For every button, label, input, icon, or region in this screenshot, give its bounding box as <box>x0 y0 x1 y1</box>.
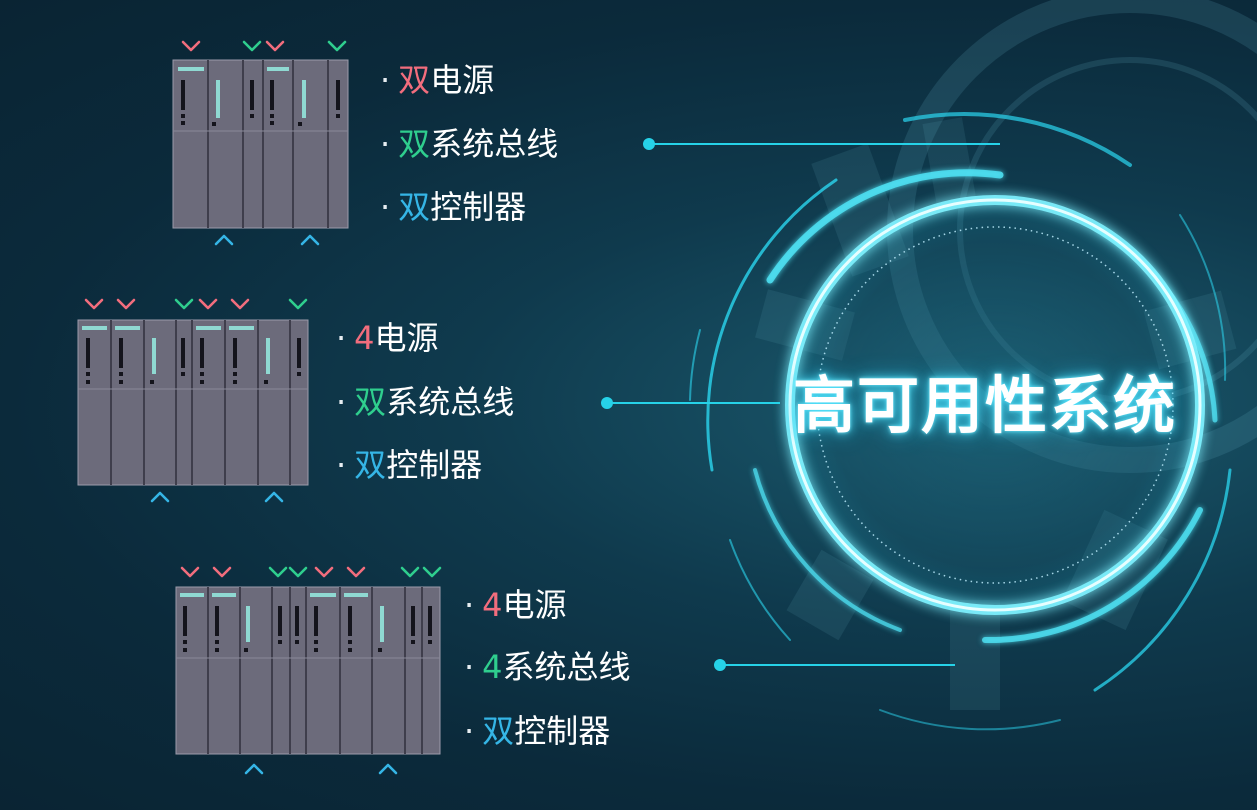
power-marker-icon <box>314 566 334 578</box>
group-3-item-3: ·双控制器 <box>464 711 610 751</box>
ring-fill <box>790 200 1200 610</box>
item-suffix: 控制器 <box>430 188 527 226</box>
controller-marker-icon <box>244 763 264 775</box>
controller-marker-icon <box>214 234 234 246</box>
controller-marker-icon <box>264 491 284 503</box>
group-2-item-1: ·4电源 <box>336 318 439 358</box>
group-3-item-2: ·4系统总线 <box>464 647 631 687</box>
group-1-item-1: ·双电源 <box>380 60 494 100</box>
bullet: · <box>464 648 475 686</box>
bullet: · <box>380 188 391 226</box>
item-prefix: 4 <box>482 586 503 624</box>
item-prefix: 双 <box>482 712 515 750</box>
rack-1 <box>172 40 349 246</box>
group-3-item-1: ·4电源 <box>464 585 567 625</box>
system-title: 高可用性系统 <box>793 369 1178 442</box>
bus-marker-icon <box>174 298 194 310</box>
bullet: · <box>336 446 347 484</box>
item-suffix: 系统总线 <box>430 125 559 163</box>
group-1-item-2: ·双系统总线 <box>380 124 558 164</box>
power-marker-icon <box>198 298 218 310</box>
controller-marker-icon <box>150 491 170 503</box>
bullet: · <box>380 125 391 163</box>
bullet: · <box>336 383 347 421</box>
item-suffix: 电源 <box>430 61 495 99</box>
bus-marker-icon <box>288 566 308 578</box>
bus-marker-icon <box>327 40 347 52</box>
power-marker-icon <box>230 298 250 310</box>
bus-marker-icon <box>288 298 308 310</box>
item-suffix: 控制器 <box>386 446 483 484</box>
bullet: · <box>380 61 391 99</box>
connectors <box>601 138 1000 671</box>
connector-dot-1 <box>643 138 655 150</box>
bullet: · <box>464 586 475 624</box>
power-marker-icon <box>265 40 285 52</box>
item-prefix: 双 <box>398 188 431 226</box>
power-marker-icon <box>180 566 200 578</box>
controller-marker-icon <box>378 763 398 775</box>
item-prefix: 双 <box>354 383 387 421</box>
item-prefix: 双 <box>398 61 431 99</box>
rack-3 <box>175 566 442 775</box>
controller-marker-icon <box>300 234 320 246</box>
item-suffix: 控制器 <box>514 712 611 750</box>
bus-marker-icon <box>400 566 420 578</box>
outer-arcs <box>689 112 1232 731</box>
item-prefix: 4 <box>482 648 503 686</box>
bullet: · <box>464 712 475 750</box>
bus-marker-icon <box>422 566 442 578</box>
group-2-item-2: ·双系统总线 <box>336 382 514 422</box>
connector-dot-3 <box>714 659 726 671</box>
item-suffix: 电源 <box>502 586 567 624</box>
inner-dotted-ring <box>816 226 1174 584</box>
power-marker-icon <box>212 566 232 578</box>
group-2-item-3: ·双控制器 <box>336 445 482 485</box>
rack-2 <box>77 298 309 503</box>
power-marker-icon <box>346 566 366 578</box>
item-suffix: 系统总线 <box>386 383 515 421</box>
item-prefix: 双 <box>398 125 431 163</box>
bullet: · <box>336 319 347 357</box>
bus-marker-icon <box>268 566 288 578</box>
power-marker-icon <box>181 40 201 52</box>
glowing-ring-core <box>788 198 1202 612</box>
item-suffix: 系统总线 <box>502 648 631 686</box>
item-prefix: 4 <box>354 319 375 357</box>
connector-dot-2 <box>601 397 613 409</box>
group-1-item-3: ·双控制器 <box>380 187 526 227</box>
item-suffix: 电源 <box>374 319 439 357</box>
power-marker-icon <box>116 298 136 310</box>
item-prefix: 双 <box>354 446 387 484</box>
bus-marker-icon <box>242 40 262 52</box>
power-marker-icon <box>84 298 104 310</box>
